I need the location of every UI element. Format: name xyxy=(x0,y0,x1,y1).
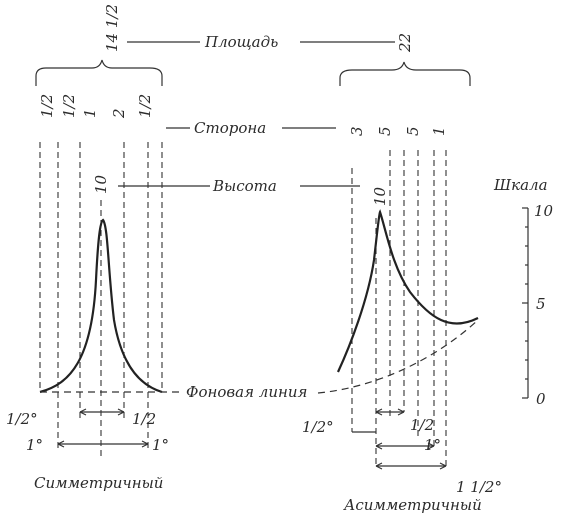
arrow-head xyxy=(57,440,149,448)
symmetric-full-right: 1° xyxy=(152,436,169,454)
asymmetric-peak xyxy=(317,150,479,470)
arrow-head xyxy=(375,442,435,450)
asymmetric-area-value: 22 xyxy=(396,33,414,53)
symmetric-area-value: 14 1/2 xyxy=(103,4,121,52)
symmetric-side-value: 1/2 xyxy=(38,94,56,118)
asymmetric-caption: Асимметричный xyxy=(343,496,482,514)
side-label: Сторона xyxy=(194,119,266,137)
asymmetric-side-value: 5 xyxy=(376,126,394,136)
symmetric-caption: Симметричный xyxy=(34,474,163,492)
symmetric-side-value: 1/2 xyxy=(136,94,154,118)
symmetric-side-value: 2 xyxy=(110,108,128,119)
symmetric-peak xyxy=(39,142,182,456)
symmetric-height-value: 10 xyxy=(92,174,110,194)
symmetric-half-left: 1/2° xyxy=(6,410,38,428)
asymmetric-brace xyxy=(339,61,471,86)
height-label: Высота xyxy=(212,177,277,195)
area-label: Площадь xyxy=(204,33,278,51)
asymmetric-onehalf: 1 1/2° xyxy=(456,478,502,496)
arrow-head xyxy=(375,462,447,470)
baseline-label: Фоновая линия xyxy=(186,383,307,401)
symmetric-full-left: 1° xyxy=(26,436,43,454)
scale-bar xyxy=(522,207,529,399)
symmetric-side-value: 1/2 xyxy=(60,94,78,118)
asymmetric-full: 1° xyxy=(424,436,441,454)
symmetric-side-value: 1 xyxy=(81,108,99,118)
symmetric-peak-curve xyxy=(39,218,163,394)
asymmetric-half-right: 1/2 xyxy=(410,416,434,434)
asymmetric-peak-curve xyxy=(337,209,479,373)
arrow-head xyxy=(375,408,405,416)
asymmetric-side-value: 1 xyxy=(430,126,448,136)
asymmetric-height-value: 10 xyxy=(371,186,389,206)
asymmetric-baseline xyxy=(317,319,479,394)
symmetric-brace xyxy=(35,59,163,86)
symmetric-half-right: 1/2 xyxy=(132,410,156,428)
asymmetric-side-value: 5 xyxy=(404,126,422,136)
arrow-head xyxy=(79,408,125,416)
scale-label: Шкала xyxy=(493,176,548,194)
asymmetric-side-value: 3 xyxy=(348,126,366,136)
scale-tick-label: 0 xyxy=(536,390,546,408)
asymmetric-half-left: 1/2° xyxy=(302,418,334,436)
scale-tick-label: 5 xyxy=(536,295,546,313)
scale-tick-label: 10 xyxy=(534,202,554,220)
